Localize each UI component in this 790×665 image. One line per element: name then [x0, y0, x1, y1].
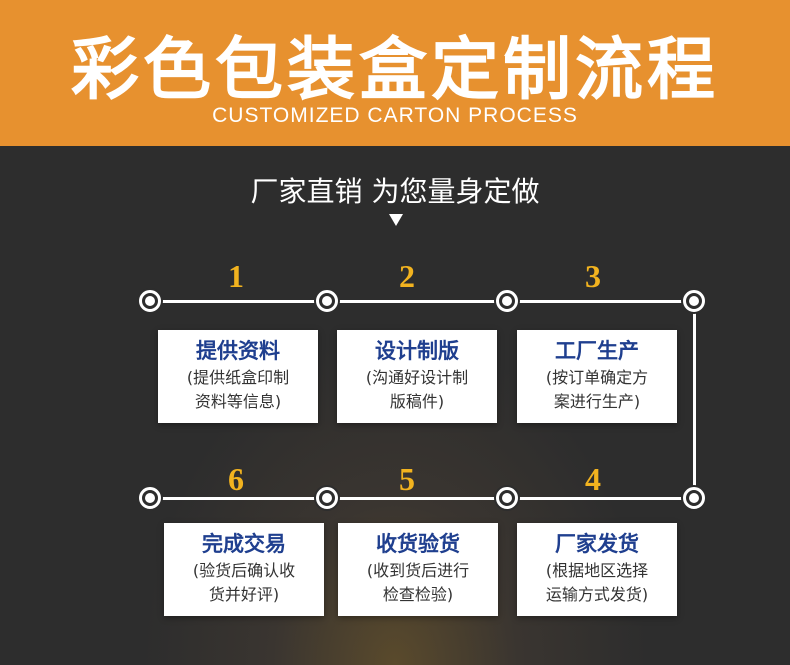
- step-description: (沟通好设计制 版稿件): [365, 368, 469, 411]
- timeline-node: [139, 487, 161, 509]
- step-number-2: 2: [399, 258, 415, 294]
- step-title: 提供资料: [196, 339, 280, 363]
- step-card-5: 收货验货 (收到货后进行 检查检验): [338, 523, 498, 616]
- step-number-6: 6: [228, 461, 244, 497]
- step-title: 完成交易: [202, 532, 286, 556]
- slogan: 厂家直销 为您量身定做: [250, 175, 540, 208]
- step-number-1: 1: [228, 258, 244, 294]
- step-title: 收货验货: [376, 532, 460, 556]
- timeline-node: [139, 290, 161, 312]
- timeline-node: [496, 290, 518, 312]
- step-card-6: 完成交易 (验货后确认收 货并好评): [164, 523, 324, 616]
- step-description: (收到货后进行 检查检验): [366, 561, 470, 604]
- connector-line-bottom: [150, 497, 694, 500]
- timeline-node: [683, 290, 705, 312]
- step-title: 工厂生产: [555, 339, 639, 363]
- step-number-3: 3: [585, 258, 601, 294]
- step-card-3: 工厂生产 (按订单确定方 案进行生产): [517, 330, 677, 423]
- step-title: 厂家发货: [555, 532, 639, 556]
- step-card-1: 提供资料 (提供纸盒印制 资料等信息): [158, 330, 318, 423]
- down-arrow-icon: [389, 214, 403, 226]
- step-description: (提供纸盒印制 资料等信息): [186, 368, 290, 411]
- timeline-node: [496, 487, 518, 509]
- timeline-node: [683, 487, 705, 509]
- page-title: 彩色包装盒定制流程: [70, 31, 719, 110]
- step-card-2: 设计制版 (沟通好设计制 版稿件): [337, 330, 497, 423]
- header-banner: 彩色包装盒定制流程 CUSTOMIZED CARTON PROCESS: [0, 0, 790, 146]
- step-description: (验货后确认收 货并好评): [192, 561, 296, 604]
- step-card-4: 厂家发货 (根据地区选择 运输方式发货): [517, 523, 677, 616]
- timeline-node: [316, 487, 338, 509]
- connector-line-right: [693, 301, 696, 498]
- step-description: (按订单确定方 案进行生产): [545, 368, 649, 411]
- step-number-5: 5: [399, 461, 415, 497]
- timeline-node: [316, 290, 338, 312]
- page-subtitle: CUSTOMIZED CARTON PROCESS: [212, 104, 578, 127]
- step-description: (根据地区选择 运输方式发货): [545, 561, 649, 604]
- step-title: 设计制版: [375, 339, 459, 363]
- connector-line-top: [150, 300, 694, 303]
- step-number-4: 4: [585, 461, 601, 497]
